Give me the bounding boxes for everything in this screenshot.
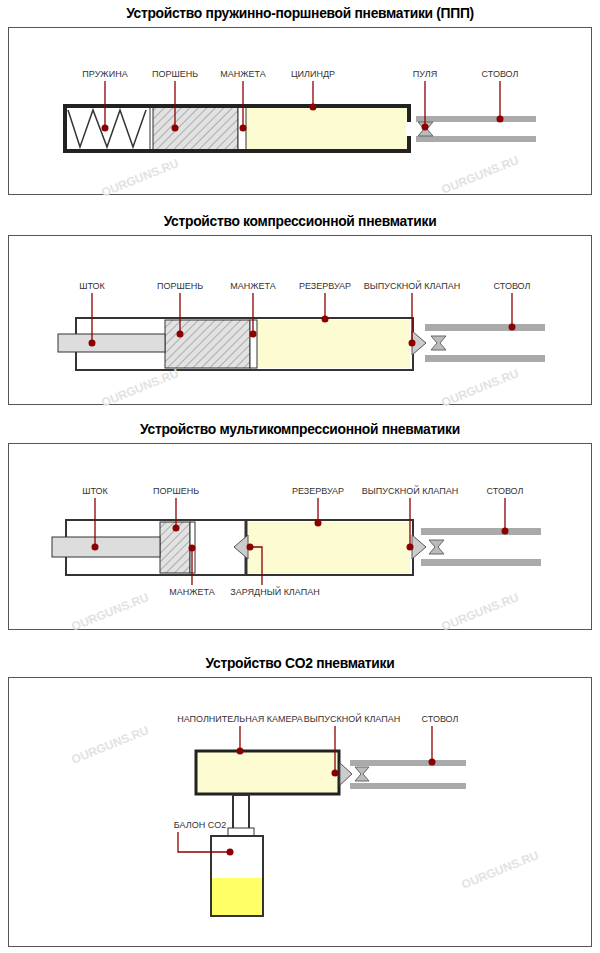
- part-label: БАЛОН CO2: [174, 820, 226, 831]
- barrel-wall: [421, 528, 541, 535]
- reservoir: [248, 522, 410, 573]
- spring-end: [150, 107, 151, 150]
- watermark: OURGUNS.RU: [439, 366, 520, 410]
- piston: [160, 522, 190, 573]
- rod: [52, 537, 160, 557]
- piston: [165, 320, 250, 368]
- part-label: ШТОК: [79, 281, 105, 292]
- part-label: МАНЖЕТА: [220, 69, 266, 80]
- part-label: РЕЗЕРВУАР: [299, 281, 351, 292]
- piston: [153, 107, 238, 150]
- part-label: ПРУЖИНА: [82, 69, 127, 80]
- port: [406, 122, 418, 136]
- part-label: ПОРШЕНЬ: [153, 486, 199, 497]
- barrel-wall: [350, 760, 466, 766]
- part-label: РЕЗЕРВУАР: [292, 486, 344, 497]
- valve: [340, 763, 352, 785]
- barrel-wall: [350, 783, 466, 789]
- cylinder: [65, 106, 409, 151]
- part-label: ПОРШЕНЬ: [152, 69, 198, 80]
- part-label: ВЫПУСКНОЙ КЛАПАН: [304, 714, 400, 725]
- panel-heading: Устройство мультикомпрессионной пневмати…: [9, 421, 591, 437]
- liquid: [212, 878, 262, 915]
- seal: [238, 107, 246, 150]
- barrel-wall: [425, 355, 545, 362]
- neck: [228, 828, 254, 836]
- reservoir: [257, 320, 410, 368]
- part-label: НАПОЛНИТЕЛЬНАЯ КАМЕРА: [177, 714, 303, 725]
- part-label: СТОВОЛ: [482, 69, 519, 80]
- part-label: ЦИЛИНДР: [291, 69, 335, 80]
- part-label: ШТОК: [82, 486, 108, 497]
- part-label: СТОВОЛ: [422, 714, 459, 725]
- watermark: OURGUNS.RU: [439, 590, 520, 634]
- barrel-wall: [416, 116, 536, 122]
- spring-piston-gun: [65, 106, 536, 151]
- panel-heading: Устройство компрессионной пневматики: [9, 213, 591, 229]
- panel-heading: Устройство пружинно-поршневой пневматики…: [9, 5, 591, 21]
- bullet: [431, 336, 446, 350]
- part-label: ВЫПУСКНОЙ КЛАПАН: [364, 281, 460, 292]
- watermark: OURGUNS.RU: [439, 153, 520, 197]
- cylinder-air: [246, 107, 408, 150]
- part-label: ЗАРЯДНЫЙ КЛАПАН: [230, 587, 319, 598]
- watermark: OURGUNS.RU: [99, 156, 180, 200]
- part-label: СТОВОЛ: [494, 281, 531, 292]
- barrel-wall: [416, 136, 536, 142]
- part-label: СТОВОЛ: [487, 486, 524, 497]
- compression-gun: [58, 318, 545, 370]
- bullet: [355, 767, 369, 781]
- bottle: [211, 836, 263, 916]
- part-label: ПУЛЯ: [413, 69, 437, 80]
- part-label: МАНЖЕТА: [169, 587, 215, 598]
- watermark: OURGUNS.RU: [69, 723, 150, 767]
- co2-gun: [196, 751, 466, 916]
- barrel-wall: [421, 559, 541, 566]
- watermark: OURGUNS.RU: [99, 366, 180, 410]
- watermark: OURGUNS.RU: [459, 848, 540, 892]
- charge-valve: [234, 535, 248, 559]
- rod: [58, 334, 165, 352]
- part-label: ВЫПУСКНОЙ КЛАПАН: [362, 486, 458, 497]
- spring: [68, 110, 146, 147]
- panel-heading: Устройство CO2 пневматики: [9, 655, 591, 671]
- leader-lines: [92, 81, 512, 852]
- bullet: [429, 540, 444, 554]
- watermark: OURGUNS.RU: [69, 590, 150, 634]
- multi-compression-gun: [52, 520, 541, 575]
- bullet: [418, 122, 433, 136]
- part-label: ПОРШЕНЬ: [157, 281, 203, 292]
- chamber: [196, 751, 339, 794]
- part-label: МАНЖЕТА: [230, 281, 276, 292]
- valve: [412, 535, 426, 559]
- barrel-wall: [425, 324, 545, 331]
